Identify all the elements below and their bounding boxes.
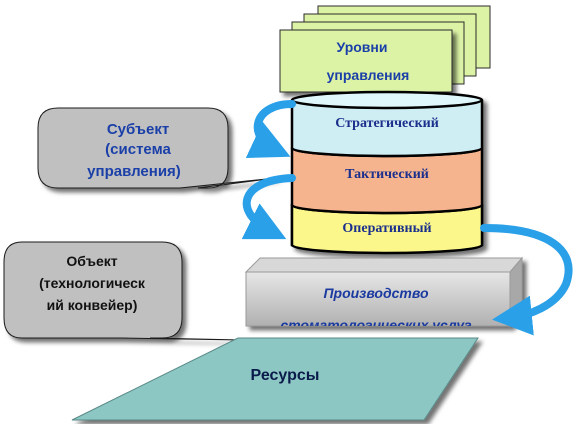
tier-tactical: [292, 148, 482, 205]
arrow-strategic-to-tactical: [245, 100, 296, 158]
subject-callout: [37, 107, 277, 189]
object-line1: Объект: [66, 253, 117, 269]
object-line2: (технологическ: [39, 275, 146, 291]
levels-card-line2: управления: [327, 67, 410, 83]
production-line2: стоматологических услуг: [280, 317, 472, 333]
tier-cylinder: [290, 90, 484, 255]
subject-line3: управления): [87, 163, 181, 180]
tier-tactical-label: Тактический: [345, 167, 429, 182]
resources-label: Ресурсы: [251, 367, 320, 384]
levels-card-line1: Уровни: [337, 39, 388, 55]
arrow-operational-to-production: [480, 224, 573, 336]
levels-card-stack: Уровни управления: [279, 5, 491, 93]
production-line1: Производство: [323, 285, 429, 301]
subject-line2: (система: [105, 141, 171, 158]
flow-arrows: [241, 100, 573, 336]
object-line3: ий конвейер): [47, 297, 138, 313]
tier-operational-label: Оперативный: [342, 221, 431, 236]
subject-line1: Субъект: [107, 121, 169, 138]
tier-strategic-label: Стратегический: [335, 116, 439, 131]
production-block: [244, 256, 524, 328]
object-callout: [3, 241, 243, 341]
levels-card: [279, 29, 453, 93]
resources-plate: [71, 337, 479, 421]
arrow-tactical-to-operational: [241, 174, 296, 240]
